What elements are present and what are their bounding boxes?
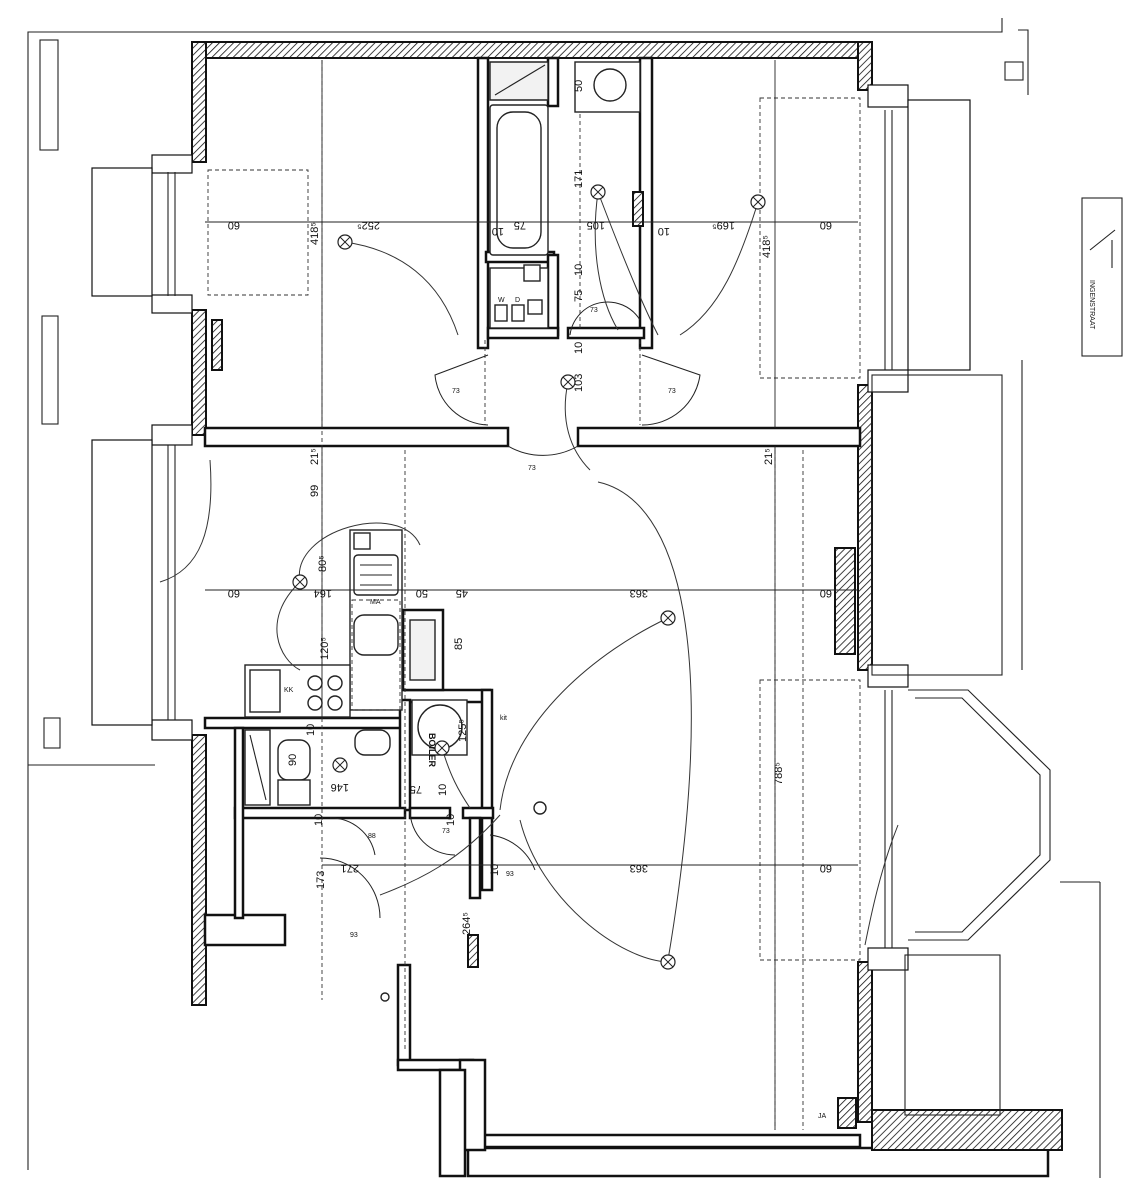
lamp-boiler-icon	[434, 740, 450, 756]
dim-10-hall2: 10	[313, 814, 325, 826]
kit-label: kit	[500, 715, 507, 722]
dim-171: 171	[573, 170, 585, 188]
door-swing-2: 73	[668, 388, 676, 395]
dim-80: 80⁵	[317, 555, 329, 572]
windows	[91, 84, 1051, 1129]
dim-60-bed-left: 60	[228, 219, 240, 231]
lamp-icon	[292, 184, 766, 1002]
kitchen-fixtures: KK MA	[244, 529, 403, 718]
dim-85: 85	[453, 638, 465, 650]
dim-50: 50	[573, 80, 585, 92]
dim-169: 169⁵	[712, 219, 735, 231]
dim-418-left: 418⁵	[309, 222, 321, 245]
door-swing-labels: 73 73 73 73 73 88 93 93	[350, 307, 676, 939]
dim-10-wc: 10	[305, 724, 317, 736]
dim-45: 45	[456, 587, 468, 599]
dim-99: 99	[309, 485, 321, 497]
electrical-wires	[159, 191, 899, 963]
lamp-kitchen-icon	[292, 574, 308, 590]
dim-60-bed-right: 60	[820, 219, 832, 231]
dim-173: 173	[315, 871, 327, 889]
ma-label: MA	[370, 599, 381, 606]
outlet-icon	[380, 992, 390, 1002]
misc-labels: JA INGENSTRAAT	[818, 280, 1095, 1120]
lamp-bath-icon	[590, 184, 606, 200]
dim-363-bottom: 363	[630, 862, 648, 874]
dim-75-wc: 75	[410, 783, 422, 795]
dim-271: 271	[341, 862, 359, 874]
dim-10-hall4: 10	[489, 864, 501, 876]
dim-10-hall: 10	[573, 342, 585, 354]
dim-252: 252⁵	[357, 219, 380, 231]
door-swings	[319, 301, 701, 919]
door-swing-6: 88	[368, 833, 376, 840]
dim-363-top: 363	[630, 587, 648, 599]
dim-75-bath: 75	[514, 219, 526, 231]
lamp-living-bottom-icon	[660, 954, 676, 970]
dim-90: 90	[287, 754, 299, 766]
ja-label: JA	[818, 1113, 827, 1120]
dim-10-mid: 10	[573, 264, 585, 276]
dim-264: 264⁵	[461, 912, 473, 935]
dim-125: 125⁵	[457, 719, 469, 742]
boiler-label: BOILER	[427, 733, 437, 768]
dim-10-bath: 10	[492, 225, 504, 237]
door-swing-8: 93	[350, 932, 358, 939]
dim-10-bath-right: 10	[658, 225, 670, 237]
wc-fixtures: BOILER kit	[244, 699, 507, 806]
context-lines	[27, 18, 1123, 1178]
washer-label: W	[498, 297, 505, 304]
door-swing-7: 93	[506, 871, 514, 878]
bathroom-fixtures: W D	[489, 61, 641, 329]
dim-146: 146	[331, 781, 349, 793]
lamp-living-top-icon	[660, 610, 676, 626]
dim-10-wc2: 10	[437, 784, 449, 796]
dim-105: 105	[587, 219, 605, 231]
dim-60-bottom: 60	[820, 862, 832, 874]
dimension-labels: 60 252⁵ 75 105 10 10 169⁵ 60 418⁵ 418⁵ 1…	[228, 80, 832, 935]
dim-10-hall3: 10	[445, 814, 457, 826]
dryer-label: D	[515, 297, 520, 304]
door-swing-1: 73	[452, 388, 460, 395]
dim-75-mid: 75	[573, 290, 585, 302]
dim-164: 164	[314, 587, 332, 599]
lamp-wc-icon	[332, 757, 348, 773]
door-swing-5: 73	[442, 828, 450, 835]
lamp-hall-icon	[560, 374, 576, 390]
door-swing-4: 73	[590, 307, 598, 314]
dimension-lines	[205, 60, 858, 1130]
lamp-bedroom-right-icon	[750, 194, 766, 210]
door-swing-3: 73	[528, 465, 536, 472]
street-label: INGENSTRAAT	[1088, 280, 1095, 330]
exterior-walls	[191, 41, 1063, 1178]
dim-60-living-left: 60	[228, 587, 240, 599]
kk-label: KK	[284, 687, 294, 694]
dim-103: 103	[573, 374, 585, 392]
socket-icon	[533, 801, 547, 815]
dim-21-right: 21⁵	[763, 448, 775, 465]
dim-418-right: 418⁵	[761, 235, 773, 258]
dim-788: 788⁵	[773, 762, 785, 785]
lamp-bedroom-left-icon	[337, 234, 353, 250]
dim-120: 120⁵	[319, 637, 331, 660]
dim-60-living-right: 60	[820, 587, 832, 599]
dim-21-left: 21⁵	[309, 448, 321, 465]
dim-50-living: 50	[416, 587, 428, 599]
